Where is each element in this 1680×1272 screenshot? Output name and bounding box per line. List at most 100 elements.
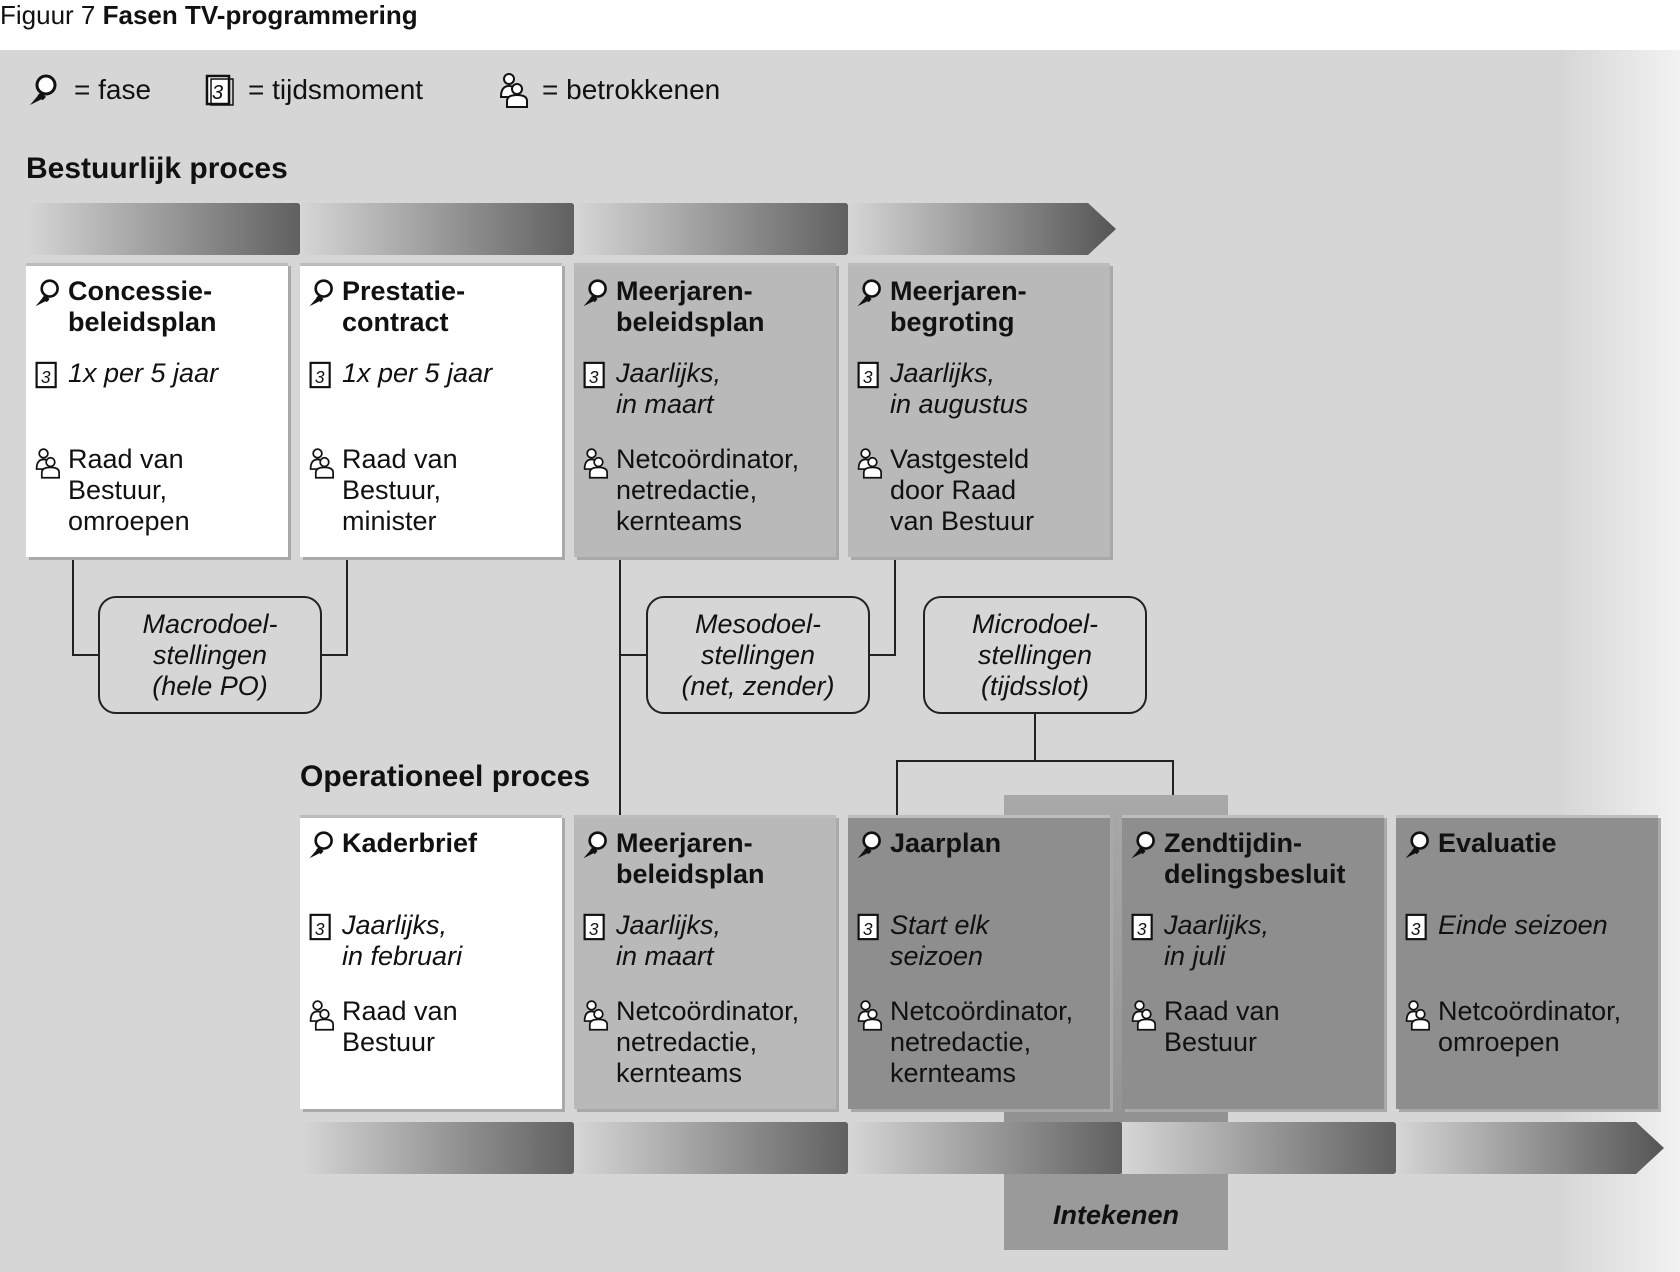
people-icon: [26, 444, 68, 537]
svg-text:3: 3: [589, 919, 599, 939]
phase-icon: [1122, 828, 1164, 890]
figure-prefix: Figuur 7: [0, 0, 96, 30]
connector-line: [1034, 712, 1036, 762]
operationeel-box-2: Meerjaren- beleidsplan 3 Jaarlijks, in ma…: [574, 815, 836, 1109]
calendar-icon: 3: [205, 74, 234, 106]
phase-time: Jaarlijks, in maart: [616, 358, 722, 419]
process-arrow: [300, 1122, 600, 1174]
legend-item-betrokkenen: = betrokkenen: [498, 68, 720, 112]
people-icon: [499, 73, 528, 108]
operationeel-box-3: Jaarplan 3 Start elk seizoen Netcoördinat…: [848, 815, 1110, 1109]
figure-title-text: Fasen TV-programmering: [102, 0, 418, 30]
section-title-operationeel: Operationeel proces: [300, 760, 591, 793]
phase-icon: [26, 276, 68, 338]
phase-icon: [848, 828, 890, 860]
intekenen-label-area: [1004, 1174, 1228, 1250]
svg-text:3: 3: [863, 919, 873, 939]
people-icon: [574, 996, 616, 1089]
people-icon: [848, 996, 890, 1089]
calendar-icon: 3: [848, 358, 890, 420]
phase-name: Kaderbrief: [342, 828, 478, 858]
calendar-icon: 3: [848, 910, 890, 972]
phase-time: 1x per 5 jaar: [342, 358, 493, 388]
calendar-icon: 3: [300, 910, 342, 972]
people-icon: [848, 444, 890, 537]
process-arrow: [300, 203, 600, 255]
process-arrow: [574, 203, 874, 255]
bestuurlijk-box-1: Concessie- beleidsplan 3 1x per 5 jaar Ra…: [26, 263, 288, 557]
goal-box-meso: Mesodoel- stellingen (net, zender): [646, 596, 870, 714]
calendar-icon: 3: [574, 910, 616, 972]
phase-icon: [1396, 828, 1438, 860]
calendar-icon: 3: [300, 358, 342, 390]
svg-text:3: 3: [41, 367, 51, 387]
section-title-bestuurlijk: Bestuurlijk proces: [26, 152, 288, 185]
svg-text:3: 3: [1411, 919, 1421, 939]
people-icon: [300, 444, 342, 537]
calendar-icon: 3: [1396, 910, 1438, 942]
process-arrow: [848, 1122, 1148, 1174]
people-icon: [1396, 996, 1438, 1058]
connector-line: [320, 654, 348, 656]
phase-who: Raad van Bestuur: [342, 996, 458, 1057]
phase-who: Raad van Bestuur: [1164, 996, 1280, 1057]
phase-time: Start elk seizoen: [890, 910, 990, 971]
svg-text:3: 3: [212, 82, 223, 104]
phase-time: 1x per 5 jaar: [68, 358, 219, 388]
phase-icon: [574, 828, 616, 890]
calendar-icon: 3: [26, 358, 68, 390]
phase-icon: [848, 276, 890, 338]
legend-label-tijdsmoment: = tijdsmoment: [248, 74, 424, 105]
phase-name: Evaluatie: [1438, 828, 1557, 858]
phase-icon: [300, 276, 342, 338]
people-icon: [1122, 996, 1164, 1058]
connector-line: [346, 556, 348, 656]
people-icon: [300, 996, 342, 1058]
process-arrow: [26, 203, 326, 255]
connector-line: [868, 654, 896, 656]
phase-name: Meerjaren- begroting: [890, 276, 1027, 337]
svg-text:3: 3: [589, 367, 599, 387]
figure-title: Figuur 7 Fasen TV-programmering: [0, 0, 418, 30]
svg-text:3: 3: [315, 367, 325, 387]
phase-icon: [574, 276, 616, 338]
diagram-canvas: = fase 3 = tijdsmoment = betrokkenen Bes…: [0, 50, 1680, 1272]
phase-time: Jaarlijks, in juli: [1164, 910, 1270, 971]
process-arrow: [1396, 1122, 1664, 1174]
phase-who: Netcoördinator, omroepen: [1438, 996, 1622, 1057]
intekenen-label: Intekenen: [1052, 1200, 1180, 1230]
people-icon: [574, 444, 616, 537]
phase-icon: [300, 828, 342, 860]
connector-line: [896, 760, 1174, 762]
phase-who: Vastgesteld door Raad van Bestuur: [890, 444, 1035, 536]
phase-who: Netcoördinator, netredactie, kernteams: [890, 996, 1074, 1088]
phase-name: Jaarplan: [890, 828, 1002, 858]
legend-item-tijdsmoment: 3 = tijdsmoment: [204, 68, 423, 112]
svg-text:3: 3: [1137, 919, 1147, 939]
connector-line: [896, 760, 898, 864]
phase-who: Netcoördinator, netredactie, kernteams: [616, 444, 800, 536]
process-arrow: [574, 1122, 874, 1174]
process-arrow: [848, 203, 1116, 255]
phase-time: Jaarlijks, in augustus: [890, 358, 1029, 419]
goal-box-micro: Microdoel- stellingen (tijdsslot): [923, 596, 1147, 714]
connector-line: [619, 654, 646, 656]
phase-name: Concessie- beleidsplan: [68, 276, 217, 337]
legend-label-betrokkenen: = betrokkenen: [542, 74, 721, 105]
connector-line: [72, 654, 98, 656]
phase-name: Zendtijdin- delingsbesluit: [1164, 828, 1346, 889]
phase-time: Jaarlijks, in maart: [616, 910, 722, 971]
phase-who: Netcoördinator, netredactie, kernteams: [616, 996, 800, 1088]
connector-line: [619, 556, 621, 864]
connector-line: [72, 556, 74, 656]
phase-time: Jaarlijks, in februari: [342, 910, 463, 971]
phase-name: Meerjaren- beleidsplan: [616, 828, 765, 889]
operationeel-box-4: Zendtijdin- delingsbesluit 3 Jaarlijks, i…: [1122, 815, 1384, 1109]
phase-who: Raad van Bestuur, omroepen: [68, 444, 190, 536]
process-arrow: [1122, 1122, 1422, 1174]
goal-box-macro: Macrodoel- stellingen (hele PO): [98, 596, 322, 714]
